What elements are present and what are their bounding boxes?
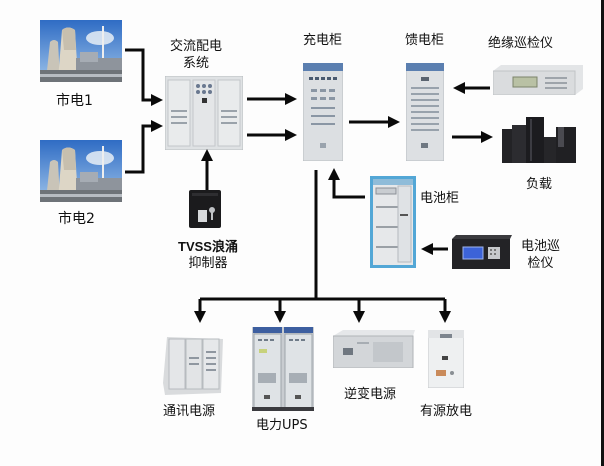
feeder-label: 馈电柜 [405,33,445,48]
feeder-cabinet-image [406,63,444,161]
load-servers-image [502,117,576,163]
battery-monitor-label: 电池巡 检仪 [521,239,561,271]
battery-cabinet-image [370,176,416,268]
insulation-monitor-image [493,65,583,95]
image-border [601,0,604,466]
wire-grid2-to-ac [125,120,163,174]
active-discharge-label: 有源放电 [420,404,473,419]
battery-monitor-image [452,235,512,269]
power-ups-image [252,327,314,411]
charging-cabinet-image [303,63,343,161]
power-ups-label: 电力UPS [256,418,308,433]
wire-battery-to-charger [328,168,365,199]
inverter-image [333,330,415,368]
telecom-power-image [163,337,223,395]
tvss-suppressor-image [189,190,221,228]
grid1-label: 市电1 [56,93,93,109]
power-plant-2-image [40,140,122,202]
charger-label: 充电柜 [303,33,343,48]
load-label: 负载 [526,177,553,192]
insulation-monitor-label: 绝缘巡检仪 [488,36,554,51]
active-discharge-image [428,330,464,388]
telecom-power-label: 通讯电源 [163,404,216,419]
inverter-label: 逆变电源 [344,387,397,402]
ac-distribution-label: 交流配电 系统 [170,39,223,71]
wire-grid1-to-ac [125,48,163,106]
battery-cabinet-label: 电池柜 [420,191,460,206]
ac-distribution-cabinet-image [165,76,243,150]
power-plant-1-image [40,20,122,82]
grid2-label: 市电2 [58,211,95,227]
tvss-label: TVSS浪涌 抑制器 [178,239,238,271]
